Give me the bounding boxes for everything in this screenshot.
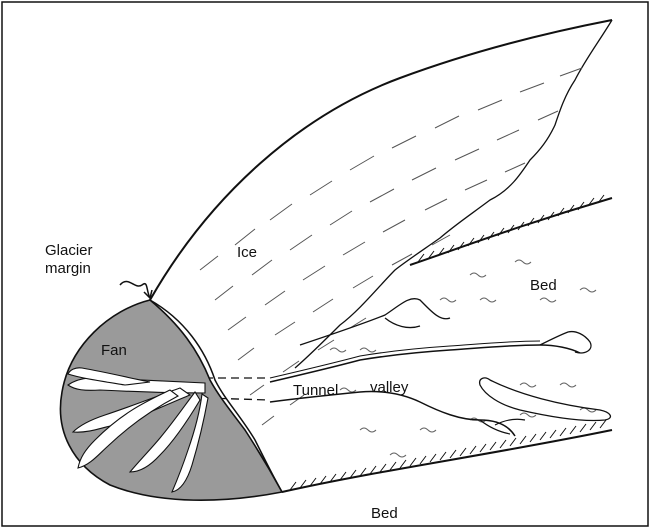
fan-label: Fan [101,342,127,359]
bed-label-upper: Bed [530,277,557,294]
glacier-margin-label-line1: Glacier [45,242,93,259]
valley-label: valley [370,379,409,396]
glacier-margin-label-line2: margin [45,260,91,277]
ice-label: Ice [237,244,257,261]
tunnel-label: Tunnel [293,382,338,399]
bed-label-lower: Bed [371,505,398,522]
